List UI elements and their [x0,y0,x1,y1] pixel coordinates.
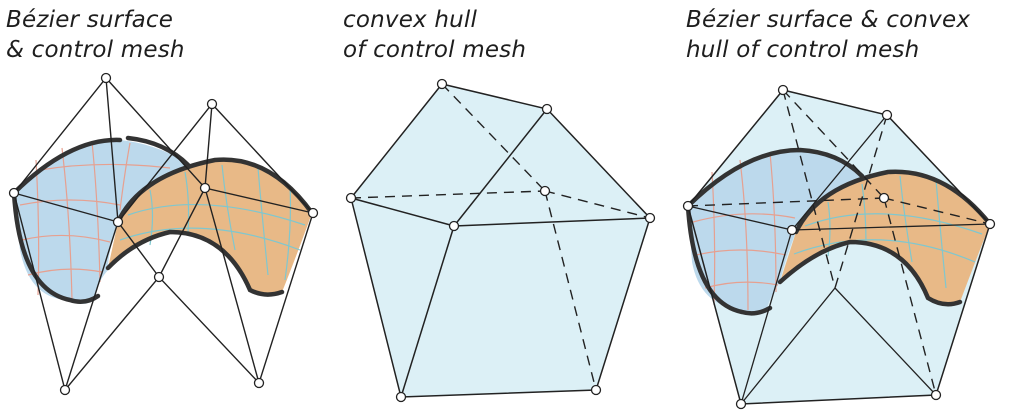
blue-patch-fill [14,139,195,304]
mesh-line [64,221,119,391]
control-point [448,220,460,232]
caption-convex-hull: convex hull of control mesh [343,5,526,65]
orange-patch-fill [780,171,990,305]
caption-line: & control mesh [6,37,185,63]
blue-surface-patch [11,135,195,305]
control-point [539,185,551,197]
hidden-edge [883,197,991,225]
hidden-edge [441,83,546,192]
orange-patch-grid [793,175,983,289]
orange-patch-outline [777,239,963,307]
blue-patch-outline [685,203,773,316]
blue-surface-patch [685,147,868,316]
blue-patch-grid [692,152,796,311]
control-point [984,218,996,230]
caption-line: of control mesh [343,37,527,63]
hull-back-edges [687,89,991,396]
control-point [112,216,124,228]
mesh-line [204,187,260,384]
hidden-edge [782,89,836,289]
caption-surface-and-mesh: Bézier surface & control mesh [6,5,185,65]
orange-patch-outline [105,229,285,297]
caption-line: Bézier surface & convex [686,7,971,33]
hull-edge [453,217,651,227]
blue-patch-outline [685,147,865,209]
hull-edge [453,108,548,227]
control-point [8,187,20,199]
hull-vertices [345,78,656,403]
control-point [881,109,893,121]
hull-solid [351,84,650,397]
blue-patch-fill [688,150,868,315]
orange-patch-outline [793,169,993,235]
control-point [395,391,407,403]
hidden-edge [834,114,888,289]
orange-surface-patch [777,169,993,307]
panel-surface-and-hull [682,84,996,410]
control-point [590,384,602,396]
panel-convex-hull [345,78,656,403]
mesh-line [258,212,314,384]
control-point [59,384,71,396]
hidden-edge [350,190,546,199]
control-point [777,84,789,96]
hull-vertices [682,84,996,410]
control-mesh [13,76,314,391]
control-point [682,200,694,212]
control-point [206,98,218,110]
hidden-edge [544,190,597,391]
panel-surface-and-mesh [8,72,319,396]
mesh-line [13,102,314,223]
control-point [307,207,319,219]
blue-patch-outline [11,137,123,196]
hull-face [351,84,650,397]
hidden-edge [782,89,885,199]
control-point [786,224,798,236]
hidden-edge [544,190,651,219]
orange-patch-fill [108,159,312,295]
caption-line: convex hull [343,7,478,33]
control-point [153,271,165,283]
mesh-line [13,76,314,214]
mesh-line [13,192,66,391]
control-point [541,103,553,115]
hull-back-edges [350,83,651,391]
blue-patch-outline [125,135,191,168]
control-point [644,212,656,224]
control-point [436,78,448,90]
mesh-line [791,223,991,231]
control-point [735,398,747,410]
hull-edge [350,197,455,227]
control-point [878,192,890,204]
control-point [253,377,265,389]
control-point [100,72,112,84]
hull-edge [400,225,455,398]
blue-patch-outline [11,190,101,305]
caption-surface-and-hull: Bézier surface & convex hull of control … [686,5,970,65]
caption-line: hull of control mesh [686,37,920,63]
control-point [199,182,211,194]
caption-line: Bézier surface [6,7,174,33]
control-point [345,192,357,204]
control-points [8,72,319,396]
control-point [930,389,942,401]
mesh-line [740,229,793,405]
